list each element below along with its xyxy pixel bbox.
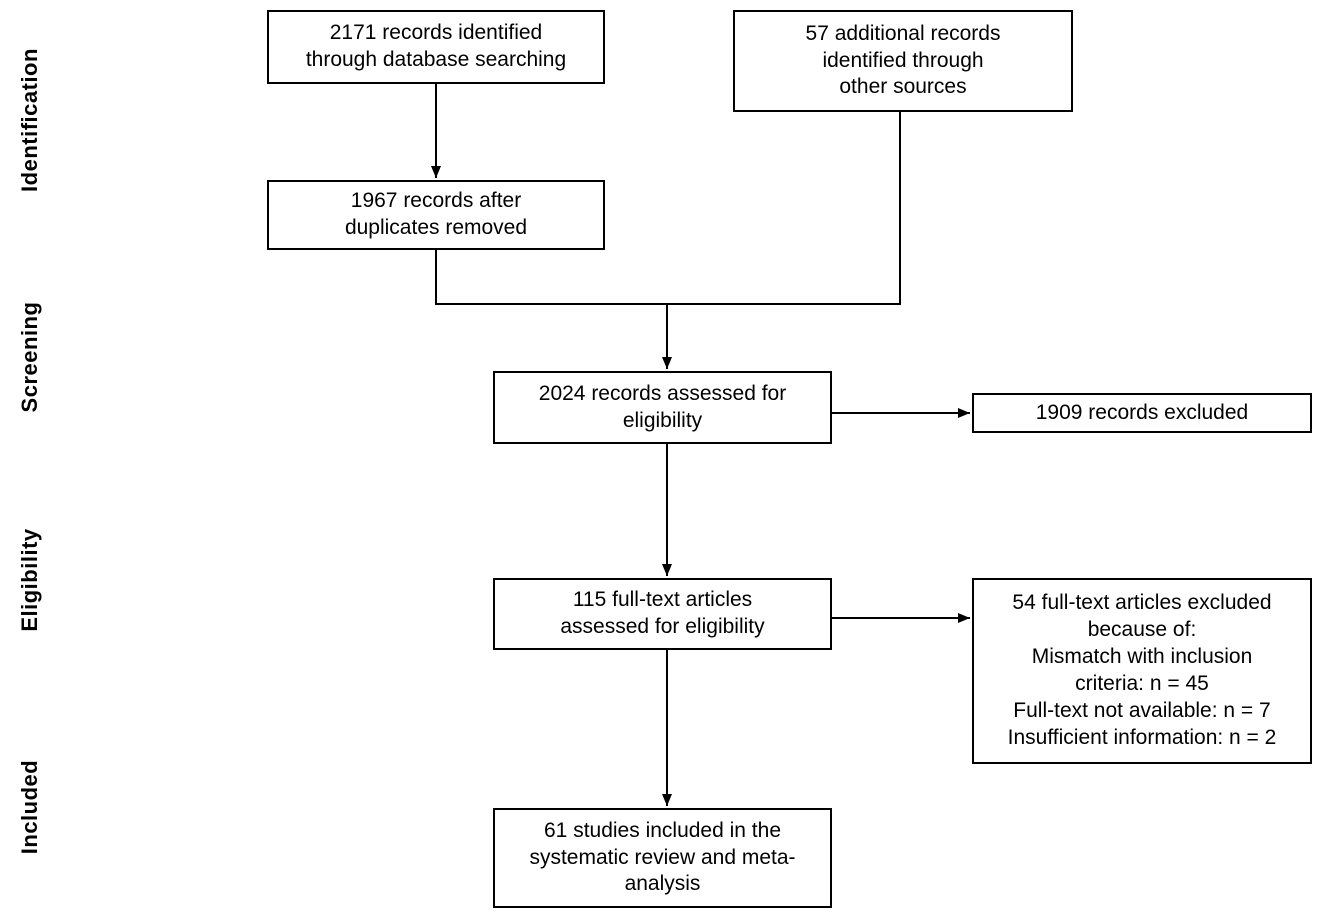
box-fulltext-assessed-text: 115 full-text articles assessed for elig…: [560, 588, 765, 638]
box-records-excluded: 1909 records excluded: [972, 393, 1312, 433]
box-additional-records: 57 additional records identified through…: [733, 10, 1073, 112]
box-records-identified: 2171 records identified through database…: [267, 10, 605, 84]
box-records-excluded-text: 1909 records excluded: [1035, 400, 1249, 424]
box-studies-included-text: 61 studies included in the systematic re…: [529, 818, 796, 896]
box-fulltext-excluded-text: 54 full-text articles excluded because o…: [1007, 591, 1277, 749]
box-duplicates-removed-text: 1967 records after duplicates removed: [344, 189, 528, 239]
box-duplicates-removed: 1967 records after duplicates removed: [267, 180, 605, 250]
box-additional-records-text: 57 additional records identified through…: [805, 21, 1001, 99]
stage-label-included: Included: [17, 759, 42, 855]
stage-label-identification: Identification: [17, 48, 42, 192]
stage-label-screening: Screening: [17, 301, 42, 413]
box-fulltext-assessed: 115 full-text articles assessed for elig…: [493, 578, 832, 650]
stage-label-eligibility: Eligibility: [17, 528, 42, 632]
box-records-identified-text: 2171 records identified through database…: [305, 21, 567, 71]
box-fulltext-excluded: 54 full-text articles excluded because o…: [972, 578, 1312, 764]
box-records-assessed-text: 2024 records assessed for eligibility: [538, 381, 787, 432]
box-records-assessed: 2024 records assessed for eligibility: [493, 371, 832, 444]
box-studies-included: 61 studies included in the systematic re…: [493, 808, 832, 908]
